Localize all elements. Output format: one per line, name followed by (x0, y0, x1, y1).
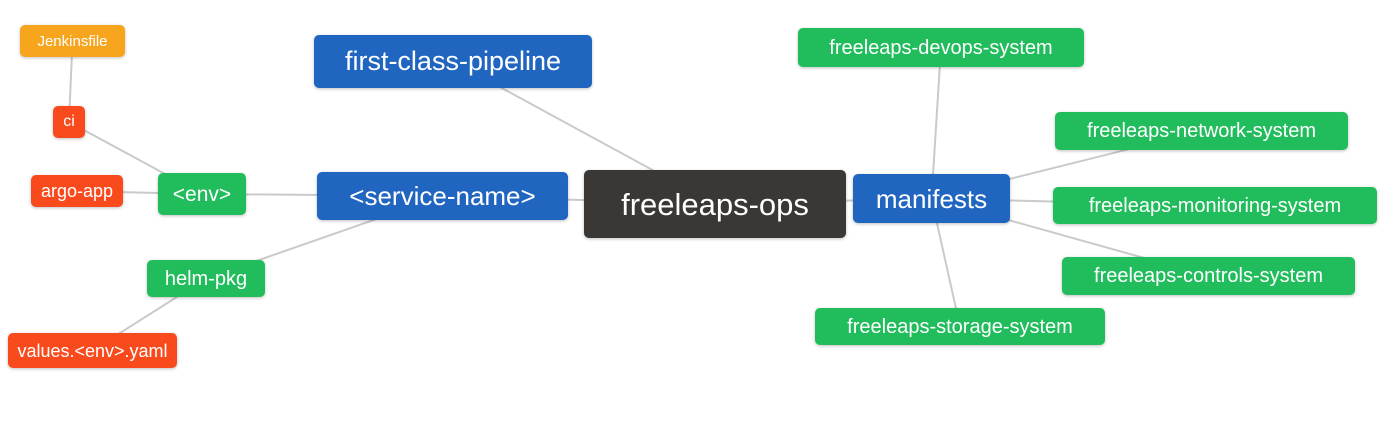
node-manifests[interactable]: manifests (853, 174, 1010, 223)
node-helm-pkg[interactable]: helm-pkg (147, 260, 265, 297)
node-label: helm-pkg (164, 267, 248, 290)
node-freeleaps-devops-system[interactable]: freeleaps-devops-system (798, 28, 1084, 67)
node-label: argo-app (40, 181, 114, 201)
node-label: first-class-pipeline (344, 46, 562, 76)
node-values-env-yaml[interactable]: values.<env>.yaml (8, 333, 177, 368)
node-label: <env> (172, 182, 232, 206)
node-label: Jenkinsfile (37, 32, 108, 50)
node-freeleaps-ops[interactable]: freeleaps-ops (584, 170, 846, 238)
node-first-class-pipeline[interactable]: first-class-pipeline (314, 35, 592, 88)
node-label: freeleaps-monitoring-system (1088, 194, 1342, 217)
node-freeleaps-controls-system[interactable]: freeleaps-controls-system (1062, 257, 1355, 295)
node-service-name[interactable]: <service-name> (317, 172, 568, 220)
edge-manifests-freeleaps-devops-system (930, 47, 942, 199)
node-label: values.<env>.yaml (17, 340, 168, 361)
node-freeleaps-network-system[interactable]: freeleaps-network-system (1055, 112, 1348, 150)
node-label: freeleaps-devops-system (829, 36, 1053, 59)
node-label: ci (63, 113, 75, 130)
node-argo-app[interactable]: argo-app (31, 175, 123, 207)
node-label: <service-name> (349, 181, 536, 211)
node-env[interactable]: <env> (158, 173, 246, 215)
node-jenkinsfile[interactable]: Jenkinsfile (20, 25, 125, 57)
node-ci[interactable]: ci (53, 106, 85, 138)
node-label: freeleaps-controls-system (1094, 265, 1323, 287)
node-label: freeleaps-network-system (1087, 120, 1316, 142)
node-freeleaps-storage-system[interactable]: freeleaps-storage-system (815, 308, 1105, 345)
node-freeleaps-monitoring-system[interactable]: freeleaps-monitoring-system (1053, 187, 1377, 224)
node-label: freeleaps-ops (621, 186, 809, 222)
node-label: manifests (875, 183, 988, 214)
node-label: freeleaps-storage-system (847, 315, 1073, 338)
